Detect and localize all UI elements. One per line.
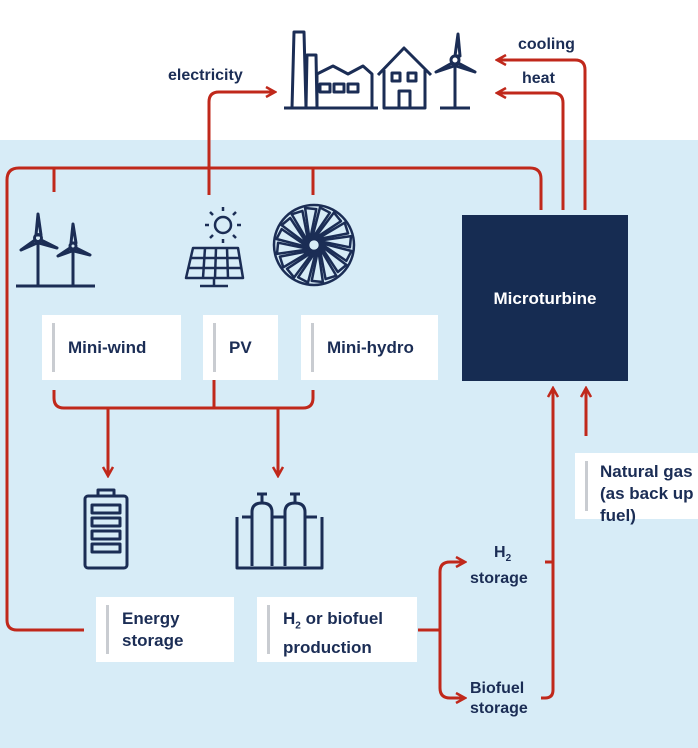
mini-hydro-label: Mini-hydro bbox=[327, 338, 414, 357]
pv-label: PV bbox=[229, 338, 252, 357]
hydro-blade bbox=[310, 247, 325, 284]
cooling-label: cooling bbox=[518, 36, 575, 53]
house-icon bbox=[376, 46, 433, 110]
hydro-blade bbox=[280, 216, 310, 247]
box-accent-bar bbox=[267, 605, 270, 654]
mini-wind-icon bbox=[16, 212, 95, 288]
microturbine-box: Microturbine bbox=[462, 215, 628, 381]
microturbine-label: Microturbine bbox=[493, 289, 597, 308]
hydro-blade bbox=[316, 234, 353, 249]
hydro-blade bbox=[275, 241, 312, 256]
hydro-blade bbox=[310, 206, 332, 241]
box-accent-bar bbox=[106, 605, 109, 654]
hydro-blade bbox=[285, 249, 316, 279]
hydro-blade bbox=[296, 249, 318, 284]
mini-hydro-box: Mini-hydro bbox=[301, 315, 438, 380]
cooling-arrow bbox=[497, 60, 587, 210]
factory-icon bbox=[284, 30, 378, 110]
heat-arrow bbox=[497, 93, 565, 210]
box-accent-bar bbox=[585, 461, 588, 511]
hydro-blade bbox=[303, 206, 318, 243]
hydro-blade bbox=[312, 211, 343, 241]
heat-label: heat bbox=[522, 70, 555, 87]
to-biofuel-storage-arrow bbox=[438, 630, 465, 698]
hydro-blade bbox=[275, 227, 310, 249]
wind-turbine-icon bbox=[434, 32, 477, 110]
solar-panel-icon bbox=[184, 246, 245, 288]
mini-wind-box: Mini-wind bbox=[42, 315, 181, 380]
box-accent-bar bbox=[213, 323, 216, 372]
energy-storage-loop bbox=[5, 166, 543, 632]
box-accent-bar bbox=[52, 323, 55, 372]
mini-wind-label: Mini-wind bbox=[68, 338, 147, 357]
hydro-blade bbox=[318, 243, 348, 274]
hydro-blade bbox=[278, 249, 313, 269]
battery-icon bbox=[83, 488, 129, 570]
hydro-blade bbox=[318, 241, 353, 263]
pv-box: PV bbox=[203, 315, 278, 380]
hydro-turbine-icon bbox=[272, 203, 356, 287]
gas-tanks-icon bbox=[235, 492, 324, 570]
to-h2-storage-arrow bbox=[438, 562, 465, 630]
hydro-blade bbox=[315, 221, 350, 241]
box-accent-bar bbox=[311, 323, 314, 372]
electricity-label: electricity bbox=[168, 67, 243, 84]
flow-lines bbox=[5, 60, 587, 698]
hydro-blade bbox=[318, 246, 338, 281]
electricity-arrow bbox=[207, 92, 275, 195]
sun-icon bbox=[205, 207, 241, 243]
hydro-blade bbox=[290, 209, 310, 244]
